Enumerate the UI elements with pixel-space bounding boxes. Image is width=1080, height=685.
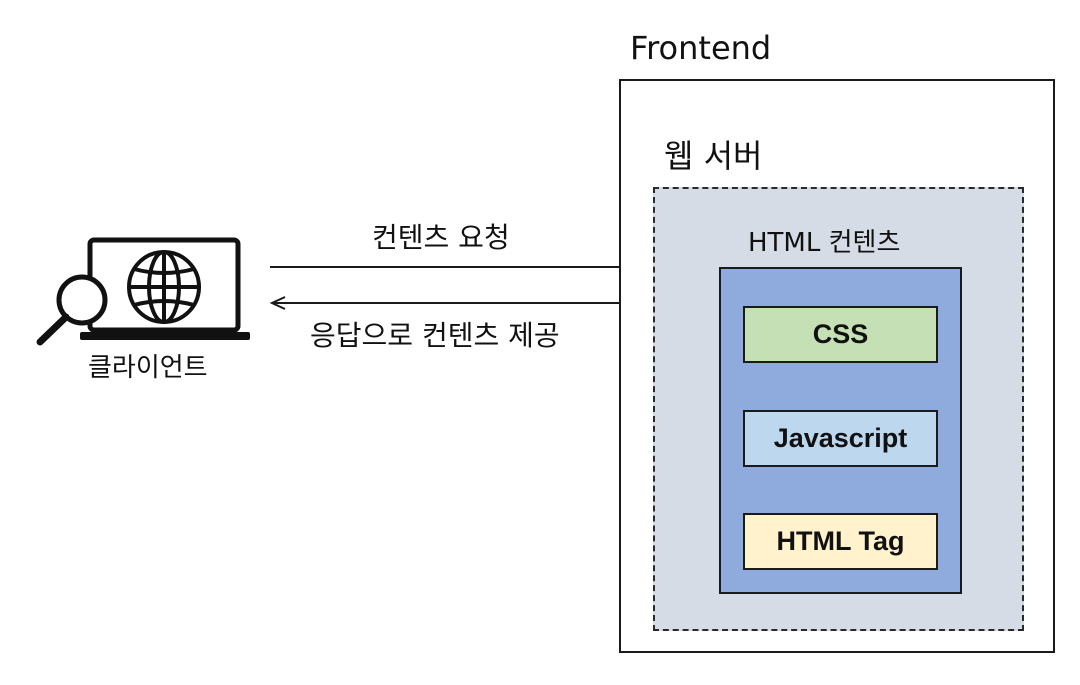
web-server-title: 웹 서버 <box>664 137 763 175</box>
request-arrow <box>270 260 642 274</box>
css-box: CSS <box>743 306 938 363</box>
globe-icon <box>127 250 201 324</box>
magnifier-icon <box>36 274 108 346</box>
laptop-globe-magnifier-icon <box>36 237 250 346</box>
response-arrow <box>269 296 640 310</box>
response-arrow-label: 응답으로 컨텐츠 제공 <box>310 319 560 352</box>
client-label: 클라이언트 <box>88 353 208 383</box>
request-arrow-label: 컨텐츠 요청 <box>372 221 510 254</box>
javascript-box: Javascript <box>743 410 938 467</box>
frontend-title: Frontend <box>630 29 772 67</box>
html-content-title: HTML 컨텐츠 <box>748 228 901 258</box>
html-tag-box: HTML Tag <box>743 513 938 570</box>
